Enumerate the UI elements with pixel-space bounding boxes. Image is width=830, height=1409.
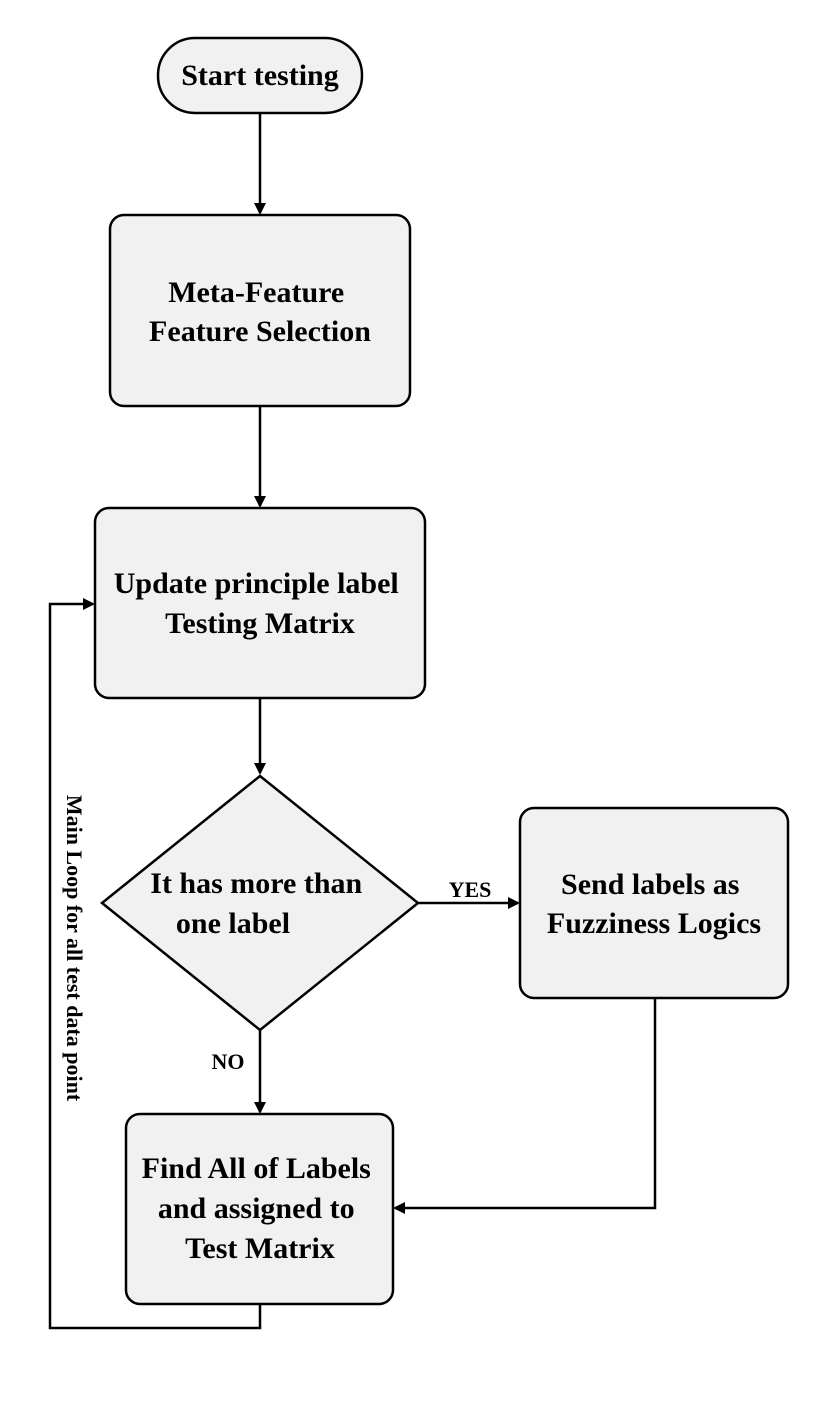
find-labels-line-1: Find All of Labels	[142, 1152, 371, 1185]
start-testing-label: Start testing	[181, 59, 338, 92]
yes-label: YES	[449, 877, 492, 902]
svg-text:Send labels as Fuzziness: Send labels as Fuzziness Logics	[547, 868, 761, 940]
node-update-principle-label: Update principle label Testing Matrix	[93, 506, 427, 700]
node-meta-feature: Meta-Feature Feature Selection	[108, 213, 412, 408]
node-find-labels: Find All of Labels and assigned to Test …	[124, 1112, 395, 1306]
main-loop-label: Main Loop for all test data point	[62, 795, 87, 1102]
find-labels-box	[124, 1112, 395, 1306]
connectors	[48, 113, 657, 1330]
edge-main-loop	[48, 598, 262, 1330]
no-label: NO	[212, 1049, 245, 1074]
meta-feature-line-2: Feature Selection	[149, 315, 371, 348]
edge-send-labels-to-find-labels	[393, 998, 657, 1214]
node-send-labels: Send labels as Fuzziness Logics	[518, 806, 790, 1000]
send-labels-box	[518, 806, 790, 1000]
node-start-testing: Start testing	[156, 36, 364, 115]
update-label-box	[93, 506, 427, 700]
decision-line-2: one label	[176, 907, 290, 940]
decision-diamond-shape	[100, 774, 420, 1032]
svg-text:It has more than one lab: It has more than one label	[150, 867, 369, 940]
svg-text:Start testing: Start testing	[181, 59, 338, 92]
update-label-line-1: Update principle label	[114, 567, 399, 600]
find-labels-line-3: Test Matrix	[185, 1232, 335, 1265]
send-labels-line-2: Fuzziness Logics	[547, 907, 761, 940]
find-labels-line-2: and assigned to	[158, 1192, 355, 1225]
meta-feature-line-1: Meta-Feature	[168, 276, 344, 309]
svg-text:Meta-Feature Feature Sel: Meta-Feature Feature Selection	[149, 276, 371, 348]
start-terminator-shape	[156, 36, 364, 115]
decision-line-1: It has more than	[150, 867, 362, 900]
send-labels-line-1: Send labels as	[561, 868, 739, 901]
node-decision: It has more than one label	[100, 774, 420, 1032]
svg-text:Find All of Labels and a: Find All of Labels and assigned to Test …	[142, 1152, 379, 1265]
meta-feature-box	[108, 213, 412, 408]
svg-text:Update principle label T: Update principle label Testing Matrix	[114, 567, 407, 640]
update-label-line-2: Testing Matrix	[165, 607, 355, 640]
